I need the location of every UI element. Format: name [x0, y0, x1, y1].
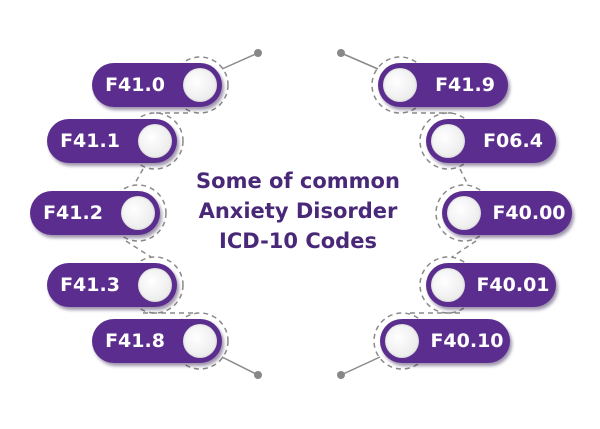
- code-pill-right-1: F41.9: [378, 63, 508, 107]
- dashed-ring: [171, 56, 229, 114]
- dashed-connector: [459, 168, 469, 186]
- title-line-1: Some of common: [196, 169, 400, 193]
- dashed-connector: [133, 168, 144, 186]
- top-connector: [340, 52, 379, 70]
- dashed-ring: [171, 312, 229, 370]
- knob-circle-icon: [431, 124, 465, 158]
- code-pill-right-3: F40.00: [442, 191, 572, 235]
- code-label: F41.8: [105, 330, 165, 352]
- dashed-connector: [451, 240, 477, 258]
- knob-circle-icon: [383, 68, 417, 102]
- title-line-3: ICD-10 Codes: [219, 229, 377, 253]
- code-label: F41.1: [60, 130, 120, 152]
- code-pill-right-2: F06.4: [426, 119, 556, 163]
- code-label: F40.10: [430, 330, 504, 352]
- dashed-connector: [125, 240, 152, 258]
- knob-circle-icon: [431, 268, 465, 302]
- code-label: F41.3: [60, 274, 120, 296]
- code-label: F41.2: [43, 202, 103, 224]
- code-label: F06.4: [483, 130, 543, 152]
- knob-circle-icon: [447, 196, 481, 230]
- endpoint-dot-icon: [254, 371, 262, 379]
- code-label: F41.9: [435, 74, 495, 96]
- knob-circle-icon: [385, 324, 419, 358]
- dashed-ring: [126, 112, 184, 170]
- code-pill-left-2: F41.1: [47, 119, 177, 163]
- title-line-2: Anxiety Disorder: [198, 199, 398, 223]
- code-pill-right-5: F40.10: [380, 319, 510, 363]
- code-pill-right-4: F40.01: [426, 263, 556, 307]
- endpoint-dot-icon: [254, 49, 262, 57]
- knob-circle-icon: [138, 124, 172, 158]
- code-label: F40.01: [476, 274, 550, 296]
- bottom-connector: [221, 356, 259, 376]
- endpoint-dot-icon: [337, 371, 345, 379]
- dashed-ring: [109, 184, 167, 242]
- code-pill-left-5: F41.8: [92, 319, 222, 363]
- knob-circle-icon: [138, 268, 172, 302]
- endpoint-dot-icon: [337, 49, 345, 57]
- knob-circle-icon: [183, 324, 217, 358]
- code-pill-left-3: F41.2: [30, 191, 160, 235]
- knob-circle-icon: [121, 196, 155, 230]
- code-pill-left-4: F41.3: [47, 263, 177, 307]
- diagram-title: Some of common Anxiety Disorder ICD-10 C…: [170, 166, 426, 256]
- knob-circle-icon: [183, 68, 217, 102]
- dashed-ring: [126, 256, 184, 314]
- code-label: F40.00: [492, 202, 566, 224]
- bottom-connector: [340, 356, 381, 376]
- code-pill-left-1: F41.0: [92, 63, 222, 107]
- top-connector: [221, 52, 259, 70]
- code-label: F41.0: [105, 74, 165, 96]
